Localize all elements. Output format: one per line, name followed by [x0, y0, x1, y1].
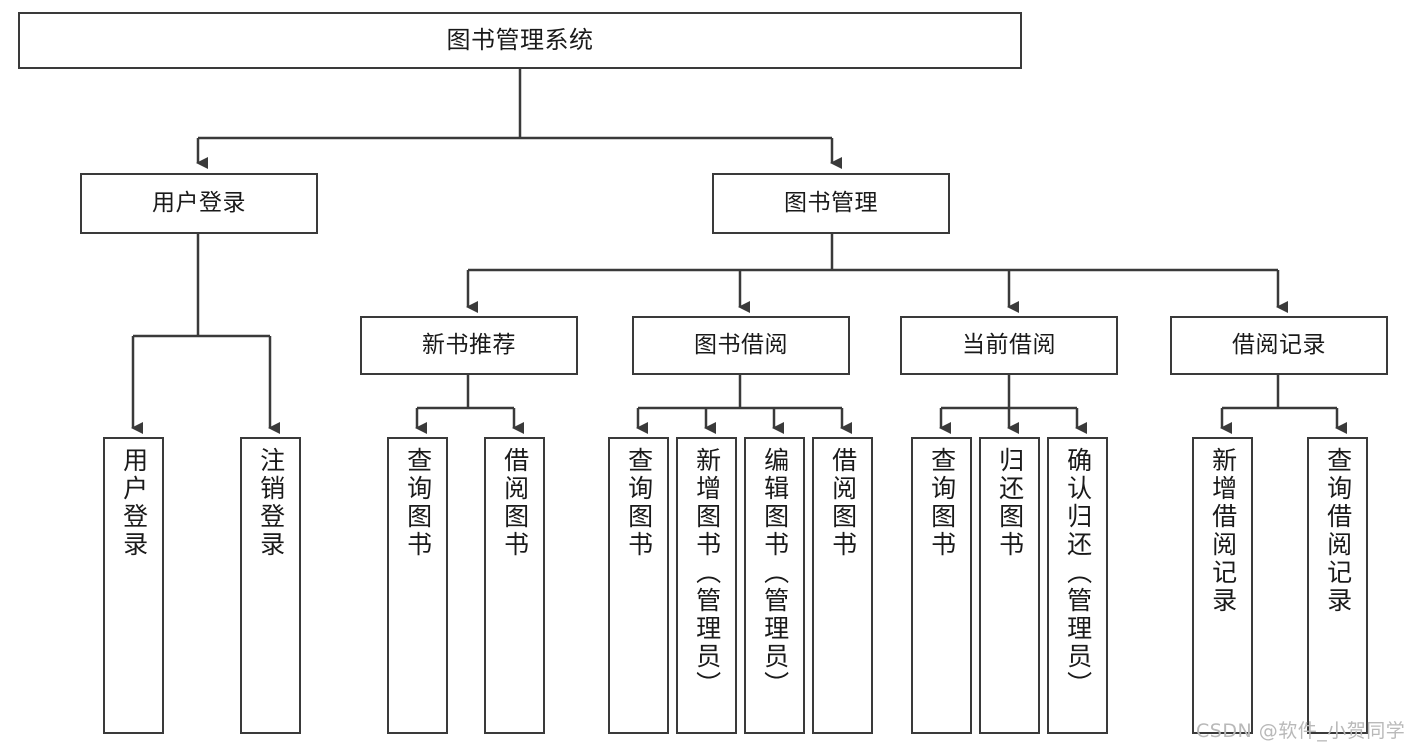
node-label: 用户登录 — [119, 447, 149, 559]
node-leaf-edit-book-admin[interactable]: 编辑图书（管理员） — [744, 437, 805, 734]
node-leaf-add-borrow-record[interactable]: 新增借阅记录 — [1192, 437, 1253, 734]
node-leaf-query-book-1[interactable]: 查询图书 — [387, 437, 448, 734]
node-borrow-record[interactable]: 借阅记录 — [1170, 316, 1388, 375]
node-leaf-borrow-book-2[interactable]: 借阅图书 — [812, 437, 873, 734]
node-leaf-query-book-3[interactable]: 查询图书 — [911, 437, 972, 734]
node-label: 查询图书 — [403, 447, 433, 559]
csdn-watermark: CSDN @软件_小贺同学 — [1196, 720, 1405, 742]
node-label: 新增借阅记录 — [1208, 447, 1238, 615]
node-label: 用户登录 — [152, 189, 246, 216]
node-label: 图书管理系统 — [446, 26, 594, 55]
node-leaf-logout[interactable]: 注销登录 — [240, 437, 301, 734]
node-leaf-return-book[interactable]: 归还图书 — [979, 437, 1040, 734]
node-label: 查询图书 — [624, 447, 654, 559]
node-label: 借阅图书 — [500, 447, 530, 559]
node-label: 编辑图书（管理员） — [760, 447, 790, 699]
node-label: 图书借阅 — [694, 331, 788, 358]
node-label: 新书推荐 — [422, 331, 516, 358]
node-label: 查询图书 — [927, 447, 957, 559]
node-label: 当前借阅 — [962, 331, 1056, 358]
node-label: 查询借阅记录 — [1323, 447, 1353, 615]
node-leaf-borrow-book-1[interactable]: 借阅图书 — [484, 437, 545, 734]
node-current-borrow[interactable]: 当前借阅 — [900, 316, 1118, 375]
node-label: 归还图书 — [995, 447, 1025, 559]
node-leaf-query-book-2[interactable]: 查询图书 — [608, 437, 669, 734]
node-user-login[interactable]: 用户登录 — [80, 173, 318, 234]
node-leaf-query-borrow-record[interactable]: 查询借阅记录 — [1307, 437, 1368, 734]
node-leaf-confirm-return-admin[interactable]: 确认归还（管理员） — [1047, 437, 1108, 734]
node-label: 图书管理 — [784, 189, 878, 216]
node-leaf-user-login[interactable]: 用户登录 — [103, 437, 164, 734]
node-new-book-recommend[interactable]: 新书推荐 — [360, 316, 578, 375]
node-label: 新增图书（管理员） — [692, 447, 722, 699]
node-label: 借阅记录 — [1232, 331, 1326, 358]
node-label: 借阅图书 — [828, 447, 858, 559]
node-root-system[interactable]: 图书管理系统 — [18, 12, 1022, 69]
node-label: 注销登录 — [256, 447, 286, 559]
node-book-borrow[interactable]: 图书借阅 — [632, 316, 850, 375]
node-book-manage[interactable]: 图书管理 — [712, 173, 950, 234]
node-label: 确认归还（管理员） — [1063, 447, 1093, 699]
node-leaf-add-book-admin[interactable]: 新增图书（管理员） — [676, 437, 737, 734]
